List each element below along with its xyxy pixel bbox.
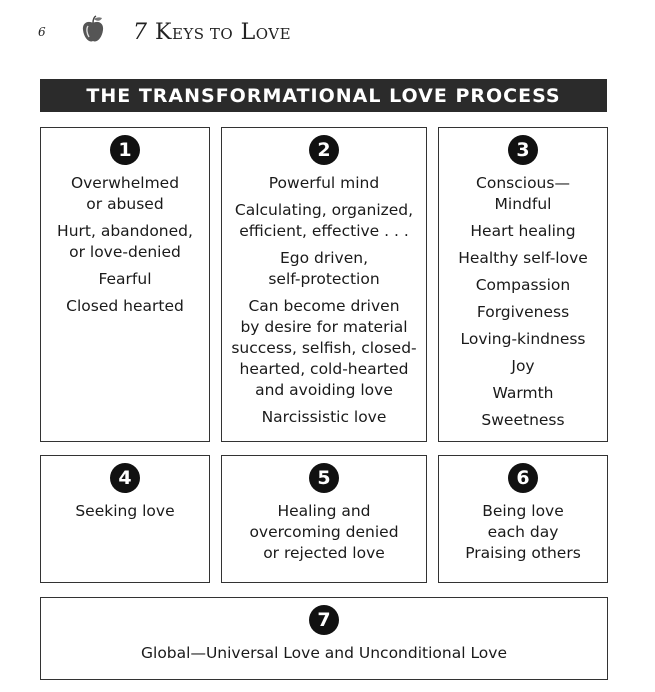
stage-box-7: 7 Global—Universal Love and Unconditiona… xyxy=(40,597,608,680)
stage-item: Hurt, abandoned,or love-denied xyxy=(57,222,193,261)
stage-number-badge: 2 xyxy=(309,135,339,165)
page-header: 6 7 KEYS TO LOVE xyxy=(0,0,655,60)
stage-item: Forgiveness xyxy=(476,303,570,321)
stage-item: Powerful mind xyxy=(268,174,380,192)
stage-item: Calculating, organized,efficient, effect… xyxy=(234,201,414,240)
stage-item: Closed hearted xyxy=(66,297,184,315)
stage-item: Healthy self-love xyxy=(458,249,588,267)
stage-item: Sweetness xyxy=(481,411,565,429)
stage-item: Narcissistic love xyxy=(261,408,387,426)
stage-item: Warmth xyxy=(492,384,554,402)
stage-number-badge: 5 xyxy=(309,463,339,493)
book-title: 7 KEYS TO LOVE xyxy=(133,20,292,45)
stage-item: Heart healing xyxy=(470,222,576,240)
section-banner: THE TRANSFORMATIONAL LOVE PROCESS xyxy=(40,79,607,112)
stage-lines: Seeking love xyxy=(75,501,174,528)
stage-number-badge: 1 xyxy=(110,135,140,165)
stage-item: Fearful xyxy=(98,270,152,288)
stage-number-badge: 3 xyxy=(508,135,538,165)
page-number: 6 xyxy=(38,25,46,39)
stage-number-badge: 4 xyxy=(110,463,140,493)
stage-box-4: 4 Seeking love xyxy=(40,455,210,583)
stage-number-badge: 6 xyxy=(508,463,538,493)
stage-item: Conscious—Mindful xyxy=(476,174,570,213)
stage-item: Global—Universal Love and Unconditional … xyxy=(141,644,507,662)
stage-item: Joy xyxy=(511,357,535,375)
stage-item: Ego driven,self-protection xyxy=(268,249,380,288)
stage-item: Seeking love xyxy=(75,502,175,520)
stage-item: Loving-kindness xyxy=(460,330,586,348)
apple-icon xyxy=(82,15,104,42)
stage-number-badge: 7 xyxy=(309,605,339,635)
stage-item: Compassion xyxy=(475,276,571,294)
stage-lines: Global—Universal Love and Unconditional … xyxy=(141,643,507,670)
